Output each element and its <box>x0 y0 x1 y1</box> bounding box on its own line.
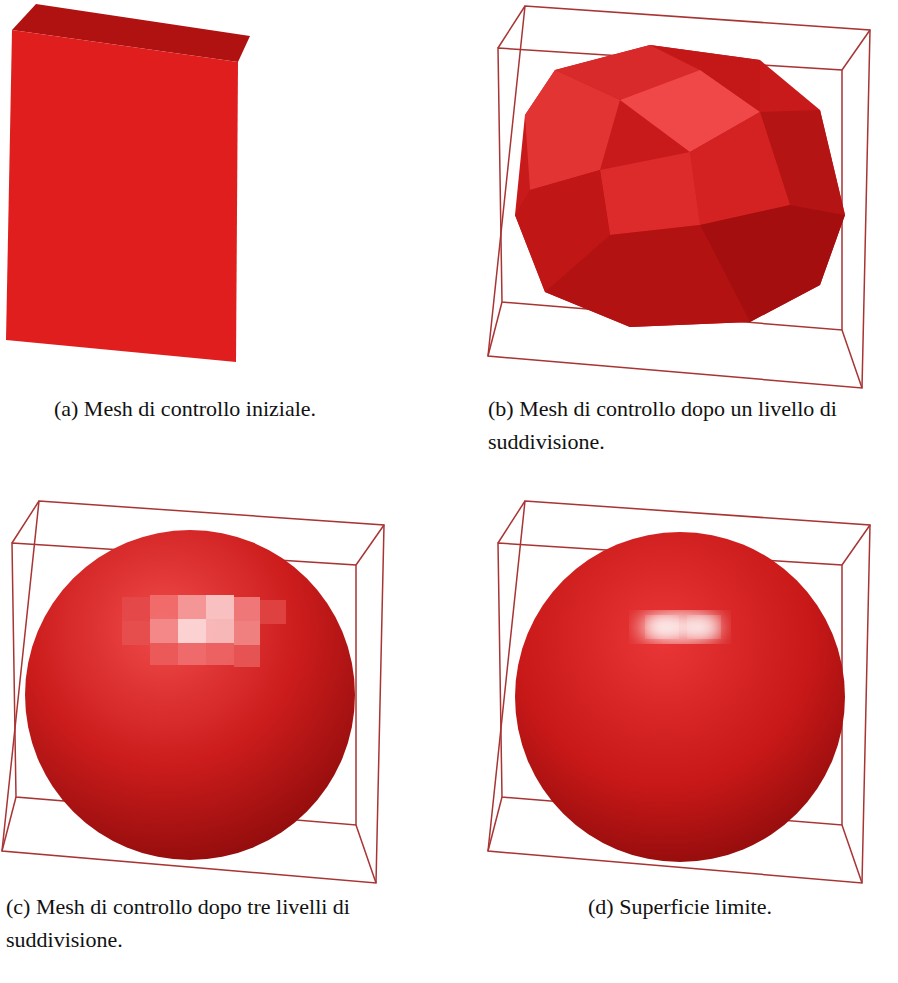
subfigure-caption: (d) Superficie limite. <box>500 890 860 923</box>
bounding-box <box>488 501 870 883</box>
subfigure-caption: (a) Mesh di controllo iniziale. <box>20 392 350 425</box>
subdivided-mesh <box>515 45 845 327</box>
subfigure-caption: (c) Mesh di controllo dopo tre livelli d… <box>6 890 406 956</box>
cube-mesh <box>6 4 250 362</box>
subfigure-caption: (b) Mesh di controllo dopo un livello di… <box>488 392 893 458</box>
bounding-box <box>2 501 384 883</box>
limit-surface <box>515 532 845 862</box>
bounding-box <box>488 6 870 388</box>
faceted-sphere <box>25 530 355 860</box>
